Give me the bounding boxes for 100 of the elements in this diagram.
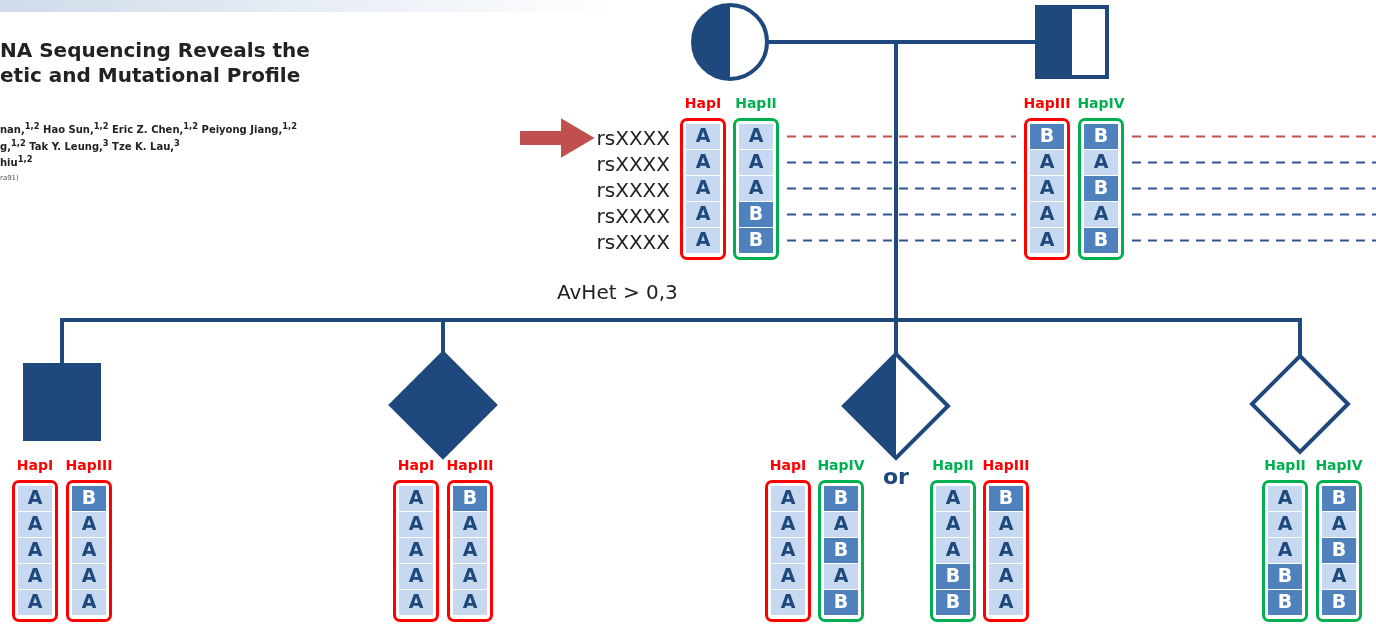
allele-cell: A [989, 538, 1023, 563]
allele-cell: A [686, 228, 720, 253]
allele-cell: A [1322, 512, 1356, 537]
dashed-line [786, 213, 1017, 216]
allele-cell: A [771, 590, 805, 615]
allele-cell: A [1322, 564, 1356, 589]
allele-cell: A [453, 538, 487, 563]
author-line: hiu$^{1,2}$ [0, 154, 33, 169]
allele-cell: B [1030, 124, 1064, 149]
allele-cell: A [18, 538, 52, 563]
haplotype-label: HapI [397, 457, 435, 473]
snp-label: rsXXXX [596, 204, 670, 228]
dashed-line [1131, 213, 1376, 216]
allele-cell: B [989, 486, 1023, 511]
allele-cell: A [1268, 538, 1302, 563]
allele-cell: A [1030, 150, 1064, 175]
allele-cell: A [739, 124, 773, 149]
haplotype-label: HapIII [1023, 95, 1071, 111]
author-line: nan,$^{1,2}$ Hao Sun,$^{1,2}$ Eric Z. Chen,$^{1,2}$ Peiyong Jiang,$^{1,2}$ [0, 121, 297, 136]
allele-cell: A [989, 512, 1023, 537]
haplotype-label: HapIII [982, 457, 1030, 473]
dashed-line [1131, 187, 1376, 190]
allele-cell: B [824, 590, 858, 615]
heading-text: etic and Mutational Profile [0, 63, 301, 87]
haplotype-label: HapII [735, 95, 777, 111]
allele-cell: A [18, 512, 52, 537]
allele-cell: B [1084, 124, 1118, 149]
allele-cell: A [739, 150, 773, 175]
haplotype-label: HapIV [1315, 457, 1363, 473]
allele-cell: A [1268, 512, 1302, 537]
allele-cell: B [1322, 486, 1356, 511]
arrow [520, 118, 595, 158]
allele-cell: A [399, 512, 433, 537]
allele-cell: A [72, 512, 106, 537]
allele-cell: A [399, 486, 433, 511]
haplotype-label: HapI [684, 95, 722, 111]
allele-cell: A [686, 150, 720, 175]
haplotype-label: HapIII [65, 457, 113, 473]
allele-cell: B [936, 590, 970, 615]
allele-cell: B [453, 486, 487, 511]
allele-cell: A [399, 538, 433, 563]
allele-cell: A [399, 564, 433, 589]
allele-cell: A [1268, 486, 1302, 511]
allele-cell: A [824, 564, 858, 589]
allele-cell: A [72, 538, 106, 563]
allele-cell: A [686, 202, 720, 227]
allele-cell: A [936, 538, 970, 563]
dashed-line [786, 161, 1017, 164]
allele-cell: A [1084, 202, 1118, 227]
allele-cell: A [936, 486, 970, 511]
heading-text: NA Sequencing Reveals the [0, 38, 310, 62]
allele-cell: B [1268, 564, 1302, 589]
dashed-line [1131, 161, 1376, 164]
allele-cell: A [936, 512, 970, 537]
haplotype-label: HapIV [1077, 95, 1125, 111]
allele-cell: A [824, 512, 858, 537]
dashed-line [786, 135, 1017, 138]
allele-cell: A [1030, 176, 1064, 201]
allele-cell: B [72, 486, 106, 511]
allele-cell: A [399, 590, 433, 615]
haplotype-label: HapIV [817, 457, 865, 473]
allele-cell: B [1084, 176, 1118, 201]
snp-label: rsXXXX [596, 230, 670, 254]
allele-cell: A [1030, 228, 1064, 253]
haplotype-label: HapI [769, 457, 807, 473]
allele-cell: B [739, 202, 773, 227]
allele-cell: B [1322, 538, 1356, 563]
allele-cell: A [72, 564, 106, 589]
allele-cell: A [771, 512, 805, 537]
allele-cell: B [739, 228, 773, 253]
allele-cell: A [18, 564, 52, 589]
allele-cell: A [989, 564, 1023, 589]
threshold-note: AvHet > 0,3 [557, 280, 678, 304]
allele-cell: B [1084, 228, 1118, 253]
allele-cell: A [771, 538, 805, 563]
allele-cell: B [936, 564, 970, 589]
snp-label: rsXXXX [596, 152, 670, 176]
dashed-line [1131, 239, 1376, 242]
haplotype-label: HapII [932, 457, 974, 473]
or-label: or [883, 464, 909, 489]
dashed-line [786, 239, 1017, 242]
allele-cell: A [739, 176, 773, 201]
allele-cell: A [1084, 150, 1118, 175]
allele-cell: A [453, 564, 487, 589]
allele-cell: B [824, 538, 858, 563]
allele-cell: B [824, 486, 858, 511]
allele-cell: A [72, 590, 106, 615]
author-line: g,$^{1,2}$ Tak Y. Leung,$^{3}$ Tze K. Lau,$^{3}$ [0, 138, 180, 153]
allele-cell: A [686, 176, 720, 201]
dashed-line [1131, 135, 1376, 138]
allele-cell: A [686, 124, 720, 149]
allele-cell: A [1030, 202, 1064, 227]
haplotype-label: HapII [1264, 457, 1306, 473]
allele-cell: A [771, 486, 805, 511]
pedigree-line [894, 40, 1302, 355]
allele-cell: A [771, 564, 805, 589]
allele-cell: A [453, 512, 487, 537]
allele-cell: B [1322, 590, 1356, 615]
haplotype-label: HapIII [446, 457, 494, 473]
snp-label: rsXXXX [596, 126, 670, 150]
